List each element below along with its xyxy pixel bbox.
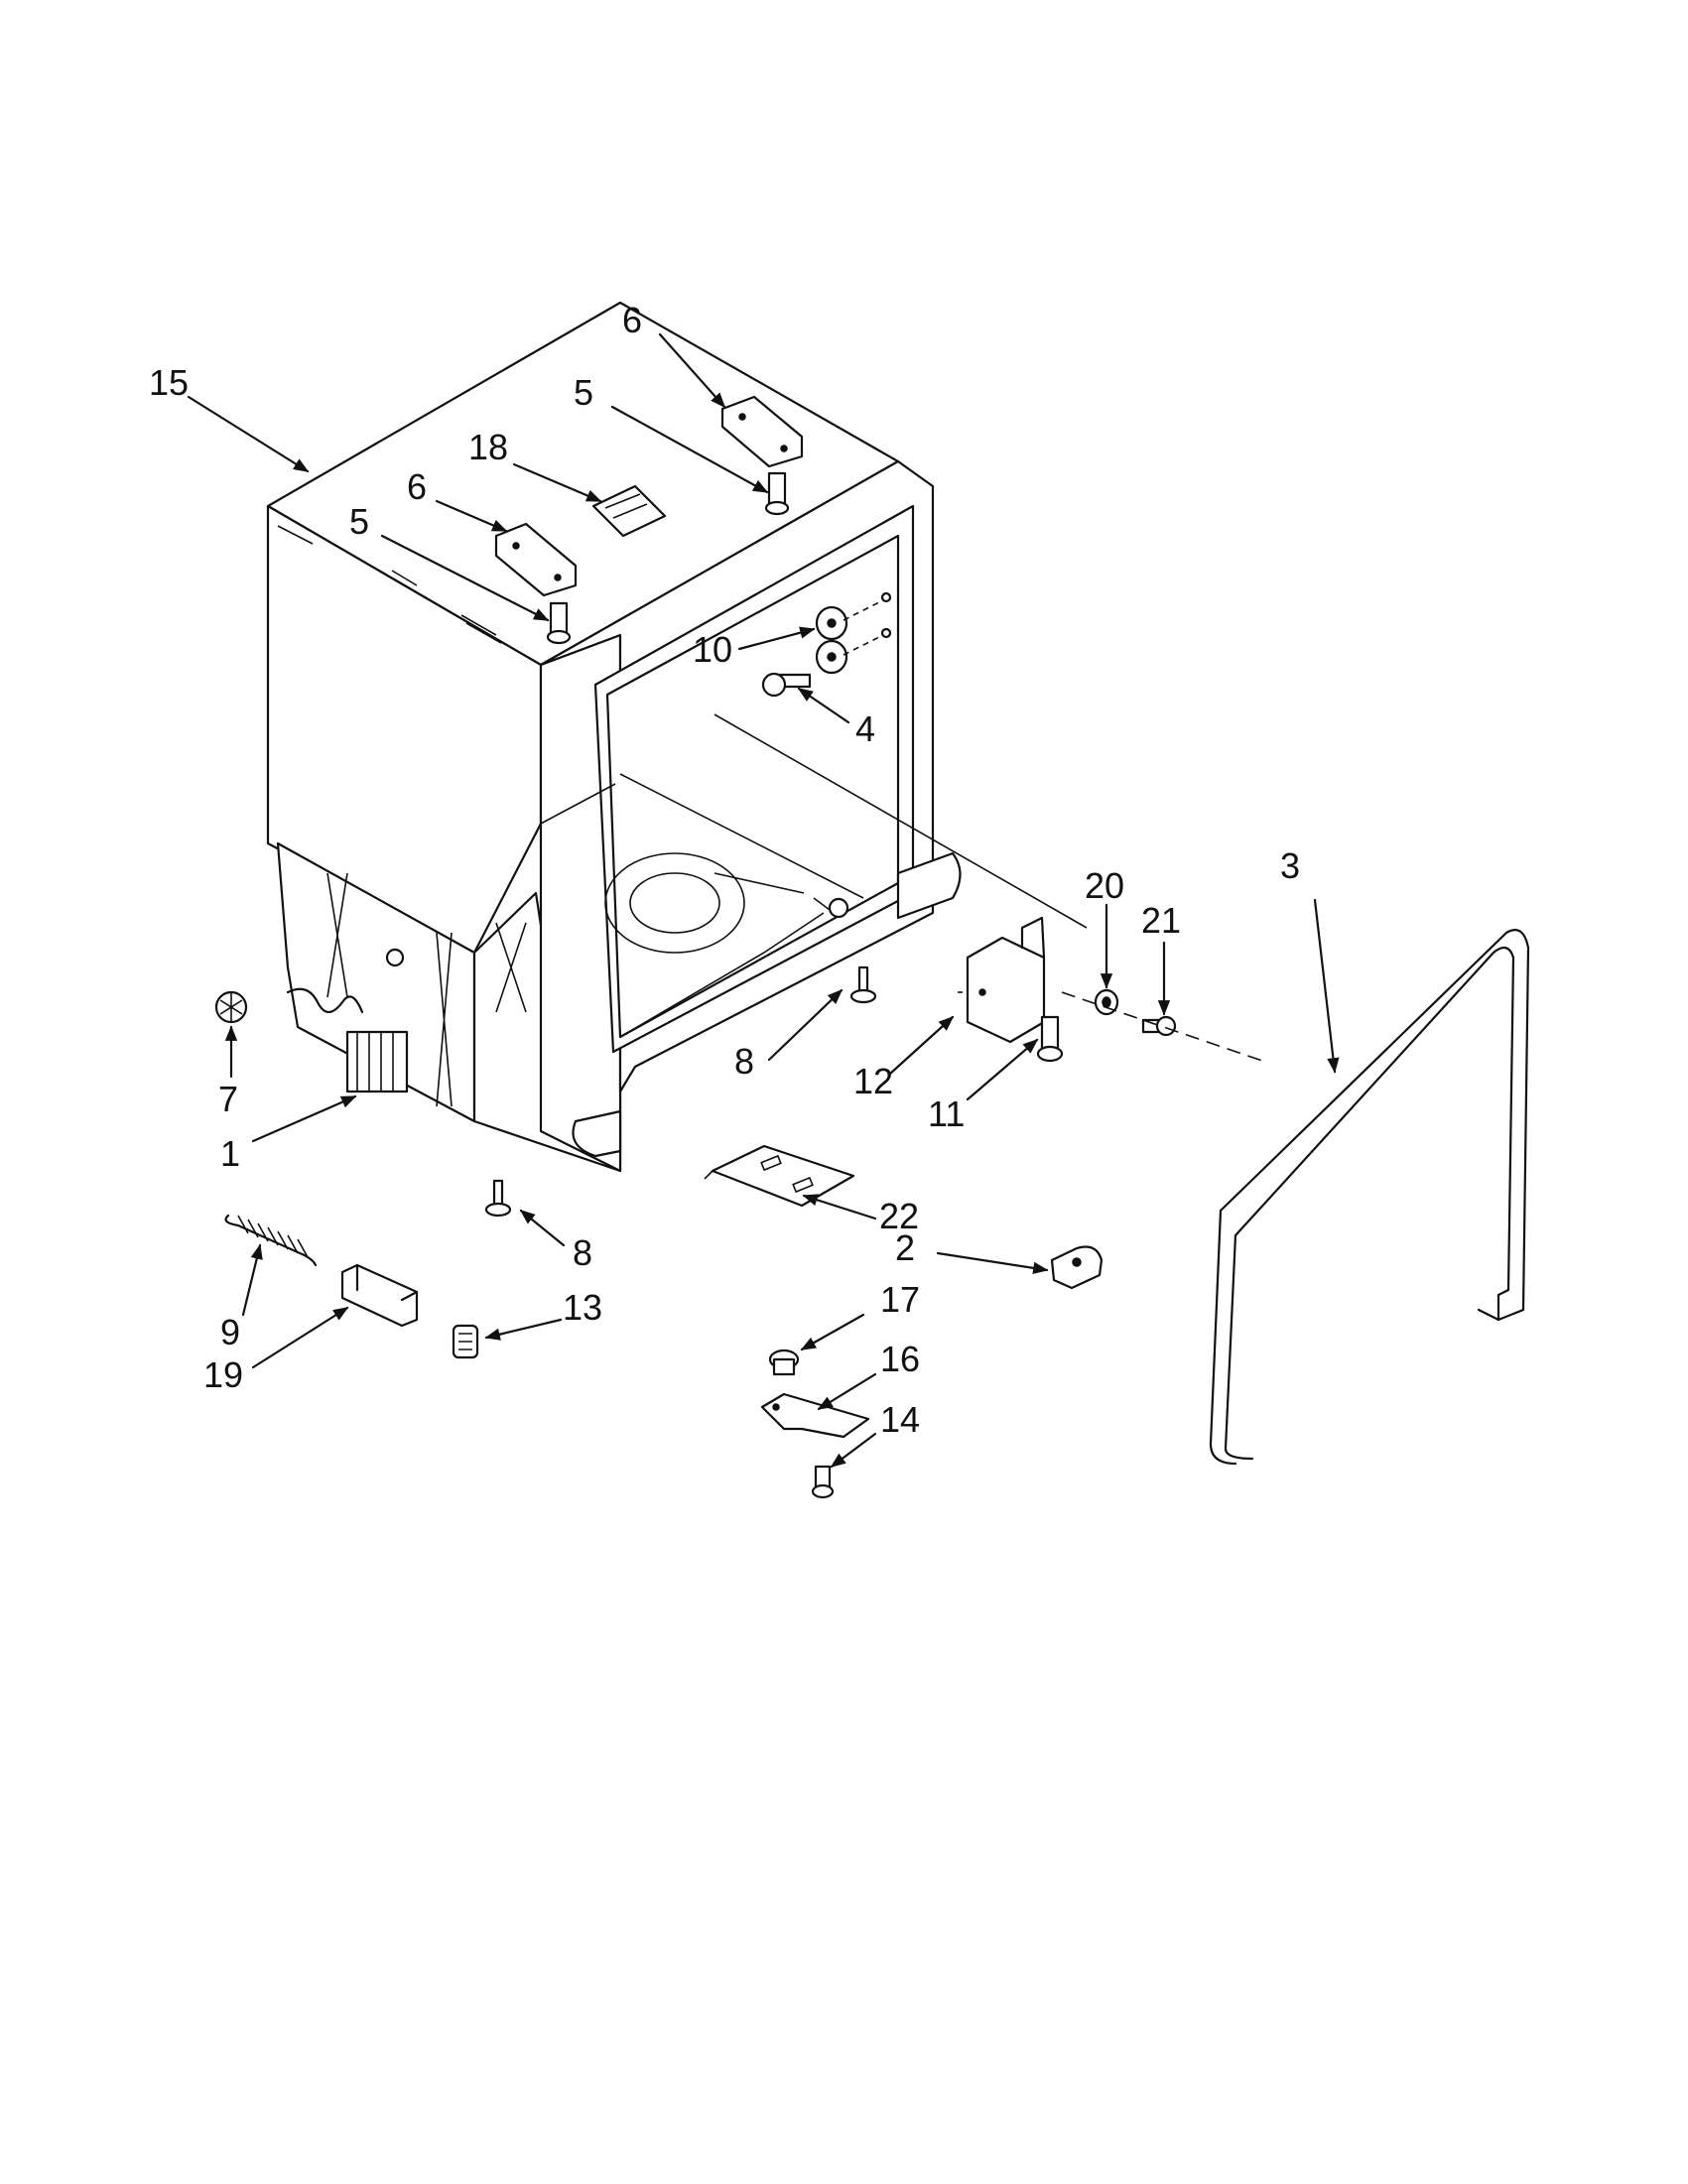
door-clip	[452, 1324, 479, 1359]
roller-pair	[815, 591, 892, 675]
callout-17: 17	[880, 1279, 920, 1320]
door-gasket	[1209, 929, 1530, 1466]
callout-3: 3	[1280, 845, 1300, 886]
screw-lower	[546, 601, 572, 645]
callout-21: 21	[1141, 900, 1181, 941]
callout-8-left: 8	[573, 1232, 592, 1273]
screw-21	[1141, 1015, 1177, 1037]
latch	[1050, 1245, 1104, 1290]
callout-8-right: 8	[734, 1041, 754, 1082]
callout-2: 2	[895, 1227, 915, 1268]
hinge-bracket-lower	[494, 522, 578, 597]
screw-14	[811, 1465, 835, 1499]
callout-14: 14	[880, 1399, 920, 1440]
callout-12: 12	[853, 1061, 893, 1101]
callout-18: 18	[468, 427, 508, 467]
leveling-leg-right	[849, 965, 877, 1004]
vent-clip	[591, 484, 667, 538]
hinge-bracket-upper	[720, 395, 804, 468]
knob	[214, 990, 248, 1024]
mounting-plate	[704, 1144, 855, 1208]
spring	[224, 1214, 318, 1267]
callout-6-upper: 6	[622, 300, 642, 340]
callout-20: 20	[1085, 865, 1124, 906]
callout-10: 10	[693, 629, 732, 670]
screw-upper	[764, 471, 790, 516]
callout-9: 9	[220, 1312, 240, 1352]
washer	[1094, 988, 1119, 1016]
callout-7: 7	[218, 1079, 238, 1119]
bracket-bolt	[1036, 1015, 1064, 1063]
callout-13: 13	[563, 1287, 602, 1328]
callout-11: 11	[928, 1093, 965, 1134]
cover-pad	[340, 1263, 419, 1328]
switch-bracket	[760, 1392, 870, 1439]
mounting-bracket	[958, 916, 1046, 1044]
leader-lines	[187, 332, 1340, 1469]
callout-15: 15	[149, 362, 189, 403]
roller-bolt	[761, 672, 812, 698]
callout-6-lower: 6	[407, 466, 427, 507]
leveling-leg-left	[484, 1179, 512, 1218]
callout-5-lower: 5	[349, 501, 369, 542]
sensor-switch	[768, 1349, 800, 1376]
callout-5-upper: 5	[574, 372, 593, 413]
callout-4: 4	[855, 708, 875, 749]
callout-1: 1	[220, 1133, 240, 1174]
callout-22: 22	[879, 1196, 919, 1236]
callout-19: 19	[203, 1354, 243, 1395]
callout-16: 16	[880, 1339, 920, 1379]
callout-labels: 15 6 5 18 6 5 10 4 20 21 3 7 1 8 12 11 2…	[149, 300, 1300, 1440]
